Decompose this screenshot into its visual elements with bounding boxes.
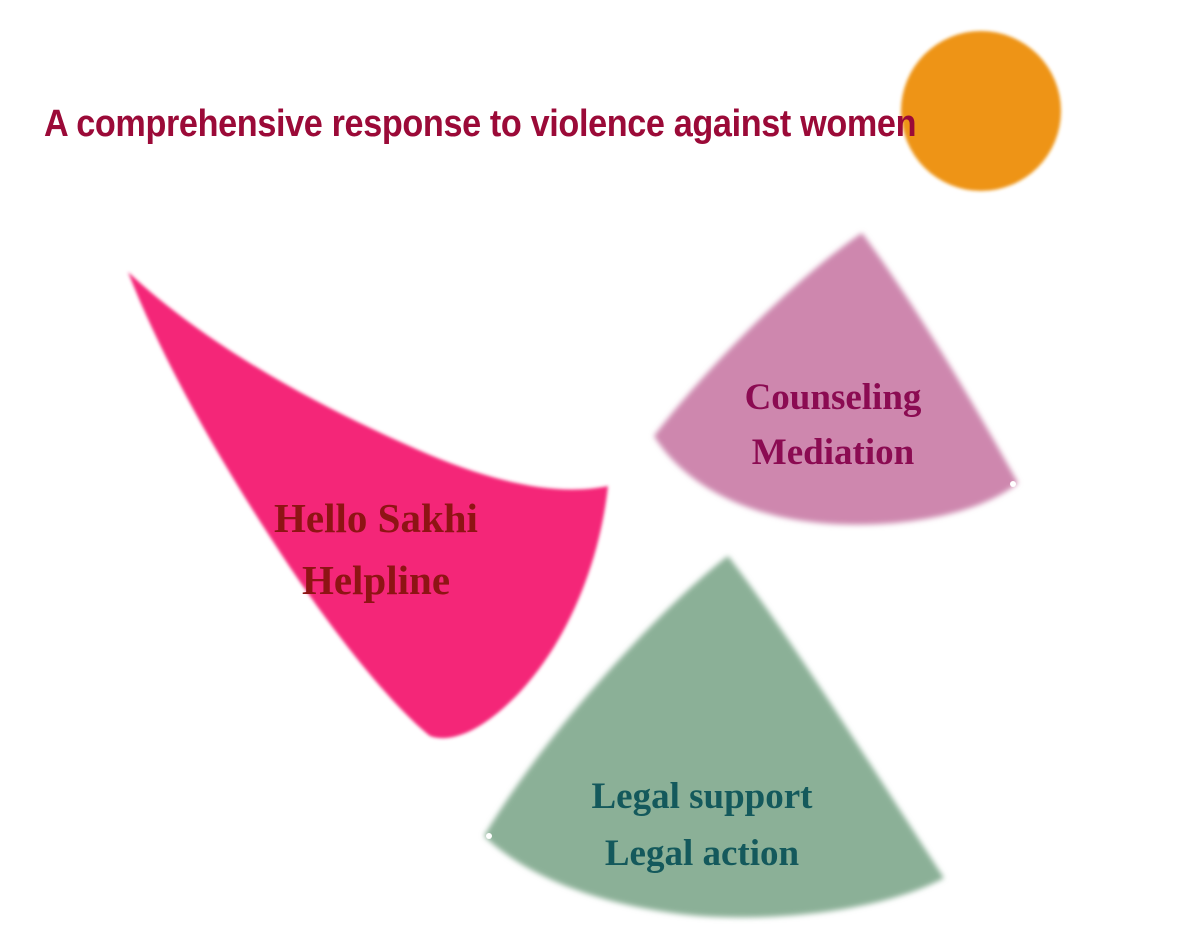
legal-corner-dot: [486, 833, 492, 839]
counseling-segment-shape[interactable]: [654, 233, 1018, 525]
legal-segment-shape[interactable]: [484, 556, 944, 918]
orange-circle: [901, 31, 1061, 191]
helpline-segment-shape[interactable]: [128, 272, 608, 739]
page-title: A comprehensive response to violence aga…: [44, 103, 917, 145]
counseling-corner-dot: [1010, 481, 1016, 487]
